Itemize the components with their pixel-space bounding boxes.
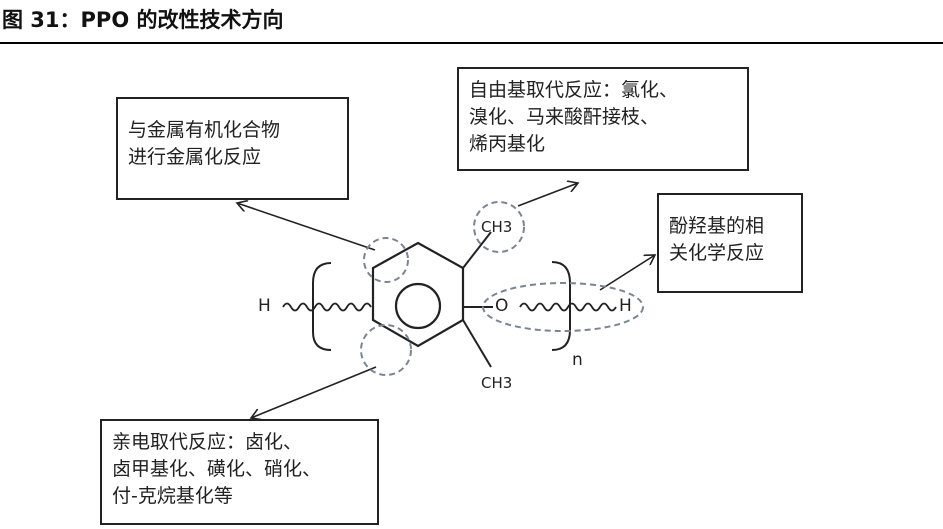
- dashed-ellipse-end-group: [482, 282, 644, 332]
- h-right-label: H: [619, 296, 632, 316]
- figure-title: 图 31：PPO 的改性技术方向: [2, 8, 284, 32]
- box-phenol-hydroxyl-line-2: 关化学反应: [669, 242, 765, 264]
- box-electrophilic-line-1: 亲电取代反应：卤化、: [112, 431, 303, 453]
- box-metallation-line-2: 进行金属化反应: [128, 146, 262, 168]
- box-free-radical: 自由基取代反应：氯化、 溴化、马来酸酐接枝、 烯丙基化: [457, 67, 749, 171]
- box-free-radical-line-1: 自由基取代反应：氯化、: [469, 79, 679, 101]
- aromatic-circle: [394, 282, 442, 330]
- dashed-circle-ring-bottom: [360, 324, 412, 376]
- wavy-bond-right: [519, 302, 617, 312]
- bracket-right: [551, 261, 571, 351]
- dashed-circle-ring-top: [363, 237, 409, 283]
- bond-methyl-bottom: [462, 319, 492, 368]
- dashed-circle-methyl-top: [473, 201, 525, 253]
- methyl-bottom-label: CH3: [481, 374, 513, 392]
- box-metallation-line-1: 与金属有机化合物: [128, 119, 281, 141]
- arrow-to-phenol-hydroxyl: [599, 255, 655, 291]
- arrow-to-metallation: [237, 203, 376, 251]
- title-rule: [0, 42, 943, 44]
- oxygen-label: O: [495, 296, 509, 316]
- box-free-radical-line-2: 溴化、马来酸酐接枝、: [469, 106, 660, 128]
- benzene-ring: [371, 241, 465, 348]
- box-electrophilic-line-3: 付-克烷基化等: [112, 485, 233, 507]
- box-phenol-hydroxyl-line-1: 酚羟基的相: [669, 215, 765, 237]
- bond-methyl-top: [462, 231, 492, 269]
- repeat-n-label: n: [572, 350, 583, 370]
- h-left-label: H: [258, 296, 271, 316]
- box-phenol-hydroxyl: 酚羟基的相 关化学反应: [657, 193, 803, 293]
- methyl-top-label: CH3: [481, 218, 513, 236]
- bracket-left: [312, 262, 332, 351]
- box-electrophilic-line-2: 卤甲基化、磺化、硝化、: [112, 458, 322, 480]
- wavy-bond-left: [282, 302, 372, 312]
- box-metallation: 与金属有机化合物 进行金属化反应: [116, 97, 349, 200]
- arrow-to-free-radical: [517, 183, 578, 207]
- box-electrophilic: 亲电取代反应：卤化、 卤甲基化、磺化、硝化、 付-克烷基化等: [100, 419, 379, 525]
- box-free-radical-line-3: 烯丙基化: [469, 133, 546, 155]
- arrow-to-electrophilic: [251, 366, 377, 418]
